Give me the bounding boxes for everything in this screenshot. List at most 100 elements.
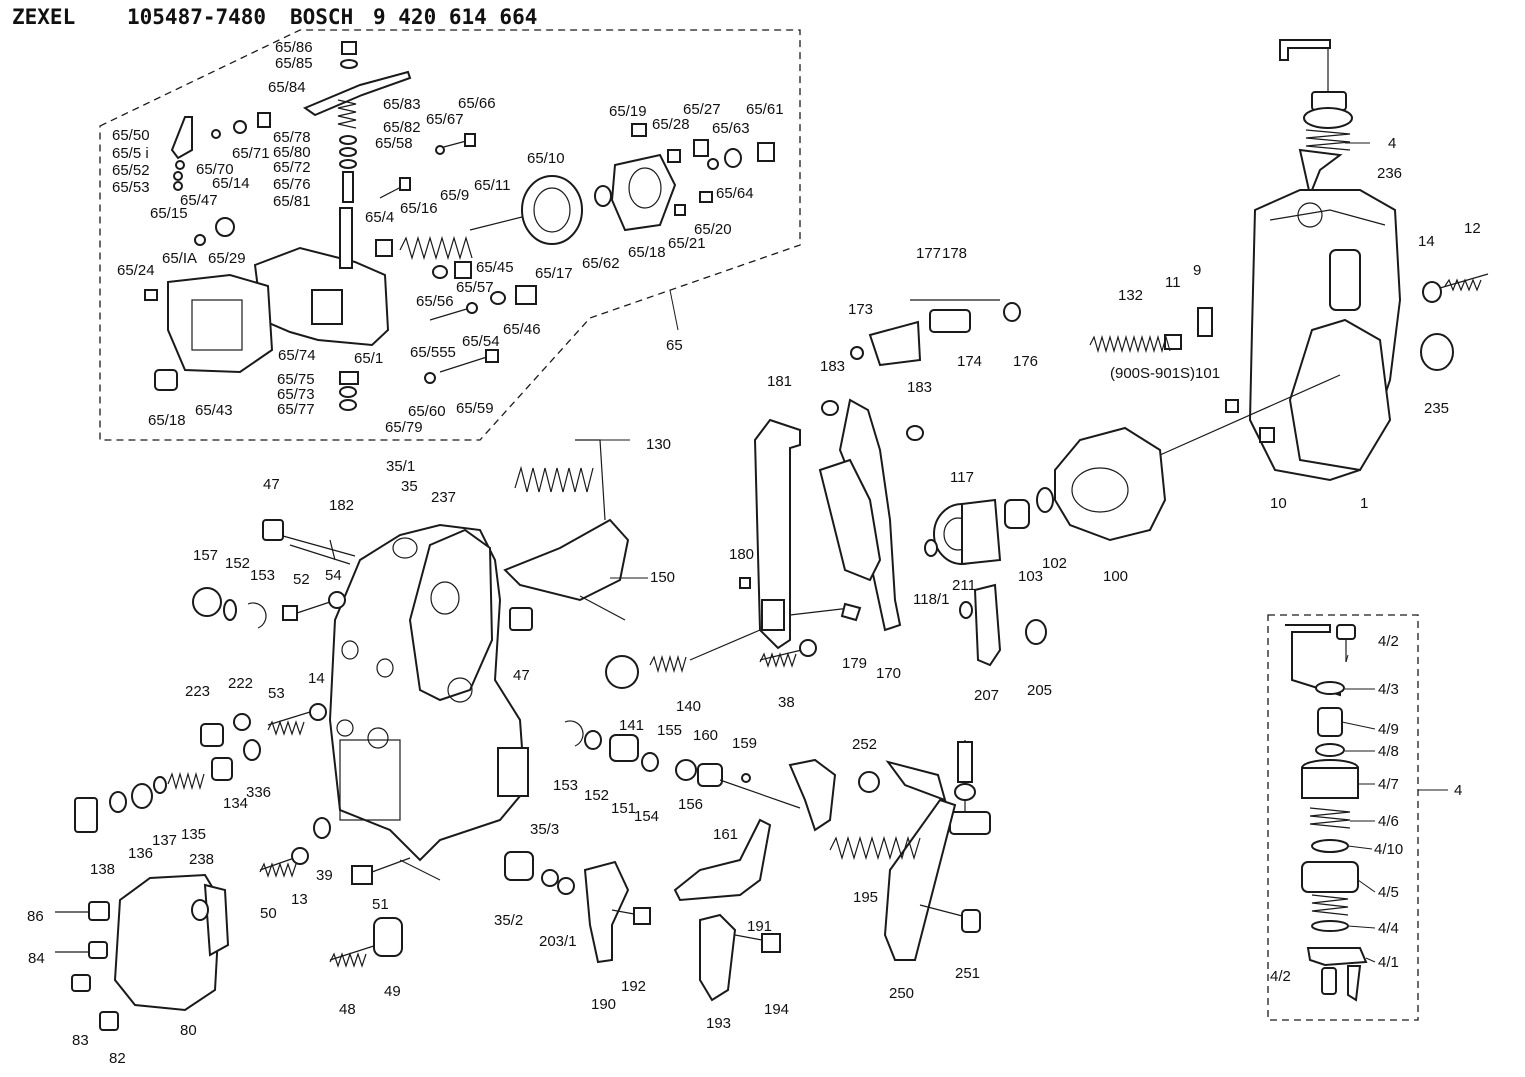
label-177: 177 <box>916 245 941 262</box>
label-150: 150 <box>650 569 675 586</box>
label-65-84: 65/84 <box>268 79 306 96</box>
label-65-63: 65/63 <box>712 120 750 137</box>
label-35: 35 <box>401 478 418 495</box>
label-14a: 14 <box>1418 233 1435 250</box>
label-132: 132 <box>1118 287 1143 304</box>
label-12: 12 <box>1464 220 1481 237</box>
label-237: 237 <box>431 489 456 506</box>
label-136: 136 <box>128 845 153 862</box>
label-4-2a: 4/2 <box>1378 633 1399 650</box>
label-65-85: 65/85 <box>275 55 313 72</box>
label-130: 130 <box>646 436 671 453</box>
label-65-20: 65/20 <box>694 221 732 238</box>
label-181: 181 <box>767 373 792 390</box>
label-50: 50 <box>260 905 277 922</box>
label-65-4: 65/4 <box>365 209 394 226</box>
label-183b: 183 <box>907 379 932 396</box>
label-900s: (900S-901S)101 <box>1110 365 1220 382</box>
label-65-78: 65/78 <box>273 129 311 146</box>
label-152b: 152 <box>584 787 609 804</box>
label-205: 205 <box>1027 682 1052 699</box>
label-176: 176 <box>1013 353 1038 370</box>
label-192: 192 <box>621 978 646 995</box>
brand-number: 9 420 614 664 <box>373 5 537 29</box>
label-154: 154 <box>634 808 659 825</box>
label-65-45: 65/45 <box>476 259 514 276</box>
label-103: 103 <box>1018 568 1043 585</box>
label-10: 10 <box>1270 495 1287 512</box>
label-161: 161 <box>713 826 738 843</box>
label-65-43: 65/43 <box>195 402 233 419</box>
label-151: 151 <box>611 800 636 817</box>
label-9: 9 <box>1193 262 1201 279</box>
label-48: 48 <box>339 1001 356 1018</box>
label-203-1: 203/1 <box>539 933 577 950</box>
label-207: 207 <box>974 687 999 704</box>
label-137: 137 <box>152 832 177 849</box>
label-65-76: 65/76 <box>273 176 311 193</box>
governor-cover-parts <box>1089 39 1489 482</box>
label-65-53: 65/53 <box>112 179 150 196</box>
label-35-2: 35/2 <box>494 912 523 929</box>
label-65-29: 65/29 <box>208 250 246 267</box>
brand-label: BOSCH <box>290 5 353 29</box>
label-235: 235 <box>1424 400 1449 417</box>
label-65-11: 65/11 <box>474 177 510 194</box>
label-4-9: 4/9 <box>1378 721 1399 738</box>
label-65-77: 65/77 <box>277 401 315 418</box>
label-65-86: 65/86 <box>275 39 313 56</box>
label-65-66: 65/66 <box>458 95 496 112</box>
label-4-10: 4/10 <box>1374 841 1403 858</box>
label-4-6: 4/6 <box>1378 813 1399 830</box>
label-65-59: 65/59 <box>456 400 494 417</box>
label-117: 117 <box>950 469 974 486</box>
label-65-17: 65/17 <box>535 265 573 282</box>
label-11: 11 <box>1165 274 1181 291</box>
label-65-56: 65/56 <box>416 293 454 310</box>
group-4-boundary <box>1267 614 1419 1021</box>
label-65-74: 65/74 <box>278 347 316 364</box>
label-135: 135 <box>181 826 206 843</box>
label-159: 159 <box>732 735 757 752</box>
label-211: 211 <box>952 577 976 594</box>
label-134: 134 <box>223 795 248 812</box>
label-222: 222 <box>228 675 253 692</box>
label-4b: 4 <box>1454 782 1462 799</box>
label-65-10: 65/10 <box>527 150 565 167</box>
label-65-58: 65/58 <box>375 135 413 152</box>
label-4-1: 4/1 <box>1378 954 1399 971</box>
left-parts <box>55 519 533 1031</box>
label-156: 156 <box>678 796 703 813</box>
label-191: 191 <box>747 918 772 935</box>
label-238: 238 <box>189 851 214 868</box>
label-53: 53 <box>268 685 285 702</box>
label-182: 182 <box>329 497 354 514</box>
label-65-51: 65/5 i <box>112 145 149 162</box>
label-80: 80 <box>180 1022 197 1039</box>
label-173: 173 <box>848 301 873 318</box>
label-141: 141 <box>619 717 644 734</box>
label-65-52: 65/52 <box>112 162 150 179</box>
label-86: 86 <box>27 908 44 925</box>
label-65-70: 65/70 <box>196 161 234 178</box>
label-65-80: 65/80 <box>273 144 311 161</box>
label-4a: 4 <box>1388 135 1396 152</box>
label-51: 51 <box>372 896 389 913</box>
label-65-18b: 65/18 <box>628 244 666 261</box>
label-1: 1 <box>1360 495 1368 512</box>
label-236: 236 <box>1377 165 1402 182</box>
maker-label: ZEXEL <box>12 5 75 29</box>
label-100: 100 <box>1103 568 1128 585</box>
label-65-14: 65/14 <box>212 175 250 192</box>
label-195: 195 <box>853 889 878 906</box>
label-65-1: 65/1 <box>354 350 383 367</box>
label-252: 252 <box>852 736 877 753</box>
label-336: 336 <box>246 784 271 801</box>
label-152a: 152 <box>225 555 250 572</box>
label-65-27: 65/27 <box>683 101 721 118</box>
label-13: 13 <box>291 891 308 908</box>
label-49: 49 <box>384 983 401 1000</box>
label-155: 155 <box>657 722 682 739</box>
label-65-54: 65/54 <box>462 333 500 350</box>
